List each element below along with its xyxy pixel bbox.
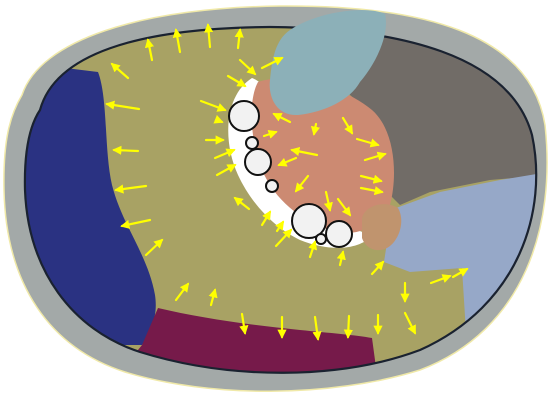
circle-7 — [326, 221, 352, 247]
circle-1 — [229, 101, 259, 131]
arrow-32 — [348, 316, 349, 337]
circle-3 — [245, 149, 271, 175]
circle-4 — [266, 180, 278, 192]
circle-5 — [292, 204, 326, 238]
arrow-12 — [114, 150, 138, 151]
circle-2 — [246, 137, 258, 149]
circle-6 — [316, 234, 326, 244]
